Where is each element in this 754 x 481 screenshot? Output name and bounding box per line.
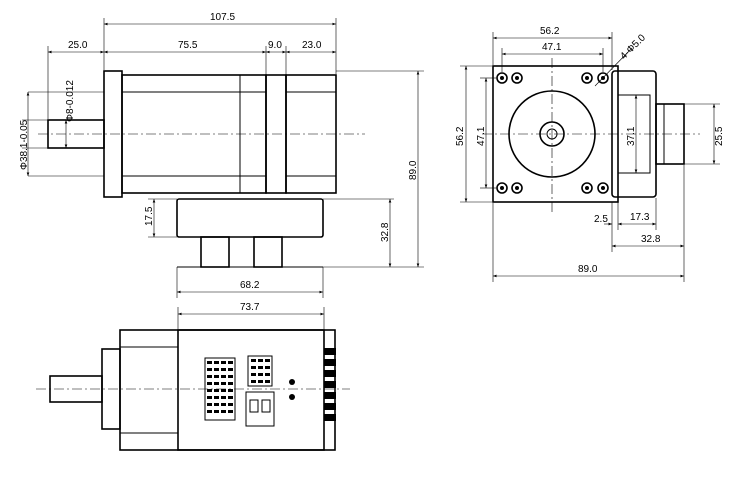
dim-overall-height: 89.0 [408,160,419,180]
dip-switch [245,391,275,427]
end-view: 56.2 47.1 4-Φ5.0 56.2 47.1 37.1 25.5 2.5 [455,26,725,282]
heatsink-fins [324,348,336,421]
dim-overall-length: 107.5 [210,12,235,23]
dim-driver-box-height: 17.5 [144,206,155,226]
dim-overall-width: 89.0 [578,264,598,275]
terminal-block-right [247,355,273,387]
top-view: 73.7 [36,302,350,451]
connector-left [200,236,230,268]
dim-shaft-diameter: Φ8-0.012 [65,80,76,122]
mount-hole-top-left [496,72,523,84]
terminal-block-left [204,357,236,421]
dim-shaft-length: 25.0 [68,40,88,51]
indicator-led-top [289,379,295,385]
mount-hole-top-right [581,72,609,84]
dim-pilot-diameter: Φ38.1-0.05 [19,119,30,170]
rear-section [285,74,337,194]
dim-box-height: 37.1 [626,126,637,146]
dim-flange-section: 9.0 [268,40,282,51]
dim-flange-height: 56.2 [455,126,466,146]
connector-right [253,236,283,268]
dim-box-depth: 17.3 [630,212,650,223]
driver-box [176,198,324,238]
dim-gap: 2.5 [594,214,608,225]
dim-driver-box-length: 68.2 [240,280,260,291]
side-view: 107.5 25.0 75.5 9.0 23.0 Φ38.1-0.05 Φ8-0… [19,12,424,298]
dim-flange-width: 56.2 [540,26,560,37]
dim-total-depth: 32.8 [641,234,661,245]
mount-hole-bottom-left [496,182,523,194]
dim-mount-holes: 4-Φ5.0 [618,32,648,62]
dim-driver-total-height: 32.8 [380,222,391,242]
dim-rear-section: 23.0 [302,40,322,51]
indicator-led-bottom [289,394,295,400]
dim-bolt-spacing: 47.1 [542,42,562,53]
dim-bolt-spacing-vertical: 47.1 [476,126,487,146]
dim-body-section: 75.5 [178,40,198,51]
mount-hole-bottom-right [581,182,609,194]
dim-driver-length: 73.7 [240,302,260,313]
dim-connector-width: 25.5 [714,126,725,146]
top-body [119,329,336,451]
top-driver-cover [177,329,325,451]
